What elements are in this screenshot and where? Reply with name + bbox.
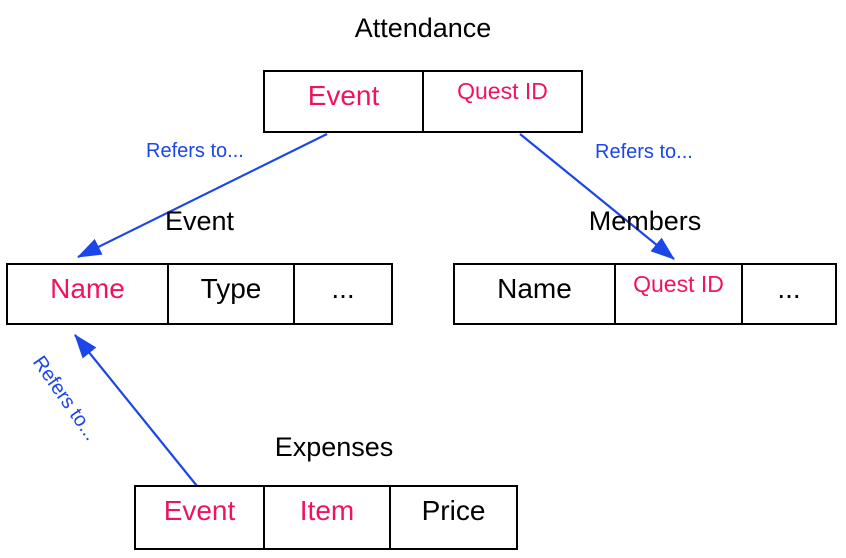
column-members-name: Name [497, 273, 572, 304]
table-title-attendance: Attendance [354, 13, 492, 43]
arrow-expenses-event-to-event-name [74, 334, 198, 487]
table-attendance: Event Quest ID [263, 70, 583, 133]
relation-label-attendance-questid: Refers to... [595, 141, 693, 163]
table-members: Name Quest ID ... [453, 263, 837, 325]
column-event-more: ... [293, 265, 391, 323]
relation-label-expenses-event: Refers to... [27, 352, 103, 445]
column-expenses-price: Price [389, 487, 516, 548]
column-attendance-event: Event [307, 80, 380, 111]
column-members-more: ... [741, 265, 835, 323]
column-event-type: Type [167, 265, 293, 323]
table-event: Name Type ... [6, 263, 393, 325]
column-expenses-event: Event [163, 495, 236, 526]
column-members-quest-id: Quest ID [614, 265, 741, 323]
table-title-members: Members [588, 206, 702, 236]
column-expenses-item: Item [263, 487, 389, 548]
column-attendance-quest-id: Quest ID [422, 72, 581, 131]
table-title-expenses: Expenses [274, 432, 394, 462]
table-expenses: Event Item Price [134, 485, 518, 550]
relation-label-attendance-event: Refers to... [146, 140, 244, 162]
table-title-event: Event [164, 206, 235, 236]
column-event-name: Name [50, 273, 125, 304]
